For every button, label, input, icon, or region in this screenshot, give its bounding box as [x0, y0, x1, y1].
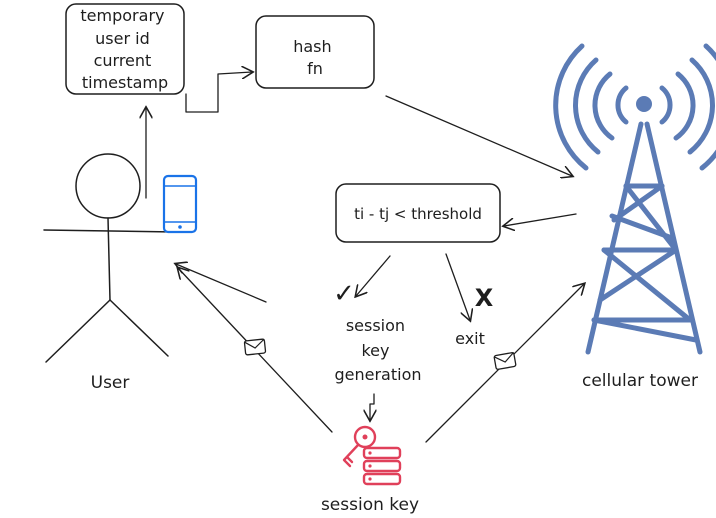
exit-label: exit — [455, 329, 485, 348]
skg-line-2: key — [361, 341, 389, 360]
svg-text:temporary user id: temporary user id current timestamp — [80, 6, 169, 92]
arrow-to-phone-upper — [176, 264, 267, 303]
threshold-box: ti - tj < threshold — [335, 183, 501, 243]
user-label: User — [91, 373, 130, 393]
arrow-threshold-to-exit — [445, 253, 470, 320]
id-box: temporary user id current timestamp — [65, 3, 185, 95]
envelope-icon — [493, 351, 517, 370]
id-box-line-3: current — [94, 51, 152, 70]
user-figure — [43, 153, 177, 363]
check-mark: ✓ — [333, 279, 355, 309]
skg-line-3: generation — [334, 365, 421, 384]
cell-tower-icon — [553, 43, 716, 355]
arrow-keygen-to-key — [370, 393, 374, 420]
session-key-generation-label: session key generation — [334, 316, 421, 384]
skg-line-1: session — [346, 316, 405, 335]
envelope-icon — [243, 338, 267, 356]
arrow-hash-to-tower — [385, 95, 572, 176]
arrow-threshold-to-keygen — [356, 255, 391, 296]
threshold-label: ti - tj < threshold — [354, 205, 482, 223]
hash-box: hash fn — [255, 15, 375, 89]
cross-mark: X — [475, 284, 494, 312]
key-server-icon — [342, 425, 402, 486]
arrow-tower-to-threshold — [504, 213, 577, 226]
id-box-line-4: timestamp — [82, 73, 168, 92]
id-box-line-2: user id — [95, 29, 150, 48]
hash-box-line-1: hash — [293, 37, 331, 56]
phone-icon — [162, 174, 198, 234]
tower-label: cellular tower — [582, 371, 698, 391]
hash-box-line-2: fn — [307, 59, 323, 78]
svg-text:hash fn: hash fn — [293, 37, 337, 78]
id-box-line-1: temporary — [80, 6, 164, 25]
session-key-label: session key — [321, 495, 419, 515]
arrow-id-box-to-hash — [185, 72, 252, 113]
